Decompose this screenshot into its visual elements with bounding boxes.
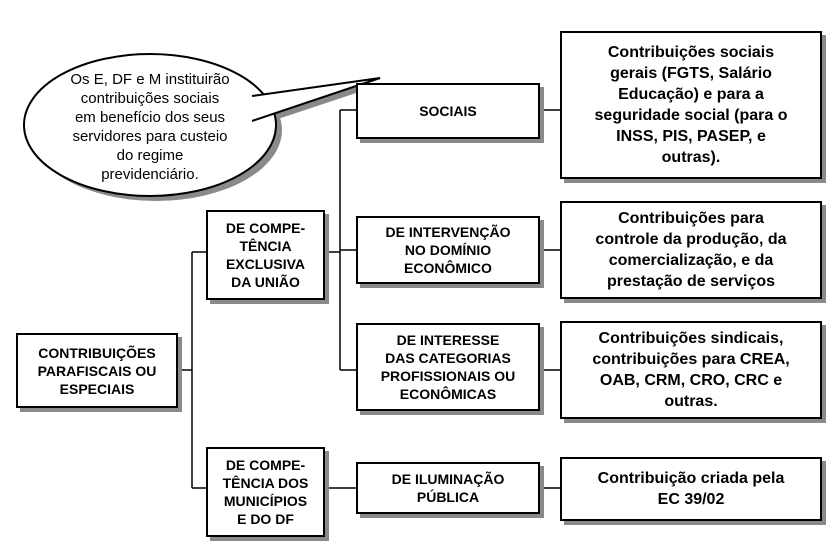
callout-bubble [23,53,386,201]
node-competencia-municipios: DE COMPE- TÊNCIA DOS MUNICÍPIOS E DO DF [206,447,325,537]
desc-interesse: Contribuições sindicais, contribuições p… [560,321,822,419]
callout-text: Os E, DF e M instituirão contribuições s… [70,71,230,183]
desc-intervencao: Contribuições para controle da produção,… [560,201,822,299]
desc-iluminacao: Contribuição criada pela EC 39/02 [560,457,822,521]
node-competencia-uniao: DE COMPE- TÊNCIA EXCLUSIVA DA UNIÃO [206,210,325,300]
node-intervencao: DE INTERVENÇÃO NO DOMÍNIO ECONÔMICO [356,216,540,284]
root-node: CONTRIBUIÇÕES PARAFISCAIS OU ESPECIAIS [16,333,178,408]
node-iluminacao: DE ILUMINAÇÃO PÚBLICA [356,462,540,514]
desc-sociais: Contribuições sociais gerais (FGTS, Salá… [560,31,822,179]
node-sociais: SOCIAIS [356,83,540,139]
node-interesse: DE INTERESSE DAS CATEGORIAS PROFISSIONAI… [356,323,540,411]
